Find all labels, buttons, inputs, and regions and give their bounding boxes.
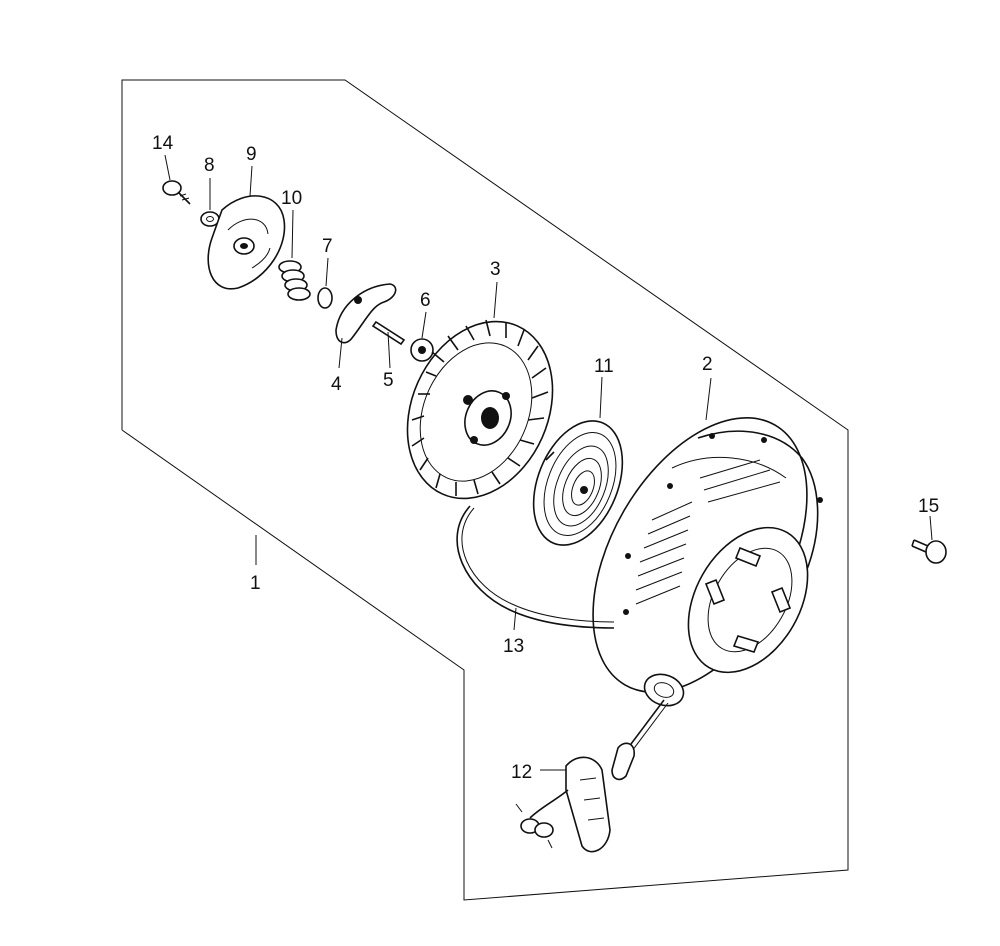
callout-14: 14 (152, 133, 174, 154)
part-10-spring (278, 260, 311, 301)
callout-11: 11 (594, 356, 614, 377)
part-13-starter-rope (456, 505, 615, 629)
callout-9: 9 (246, 144, 257, 165)
callout-3: 3 (490, 259, 501, 280)
callout-5: 5 (383, 370, 394, 391)
part-15-bolt (911, 539, 947, 564)
callout-13: 13 (503, 636, 524, 657)
part-12-grip-handle (515, 699, 669, 853)
leader-lines (164, 154, 933, 771)
callout-15: 15 (918, 496, 939, 517)
callout-12: 12 (511, 762, 532, 783)
callout-8: 8 (204, 155, 215, 176)
callout-1: 1 (250, 573, 261, 594)
part-4-ratchet (335, 283, 397, 344)
part-3-reel (406, 319, 554, 500)
part-11-recoil-spring (532, 420, 624, 546)
part-6-nut (410, 338, 434, 362)
part-9-friction-plate (207, 195, 286, 290)
callout-10: 10 (281, 188, 302, 209)
callout-7: 7 (322, 236, 333, 257)
callout-2: 2 (702, 354, 713, 375)
callout-4: 4 (331, 374, 342, 395)
part-14-screw (162, 180, 191, 205)
assembly-boundary (121, 79, 849, 901)
part-2-starter-case (592, 417, 823, 707)
part-7-washer (317, 287, 333, 309)
callout-6: 6 (420, 290, 431, 311)
